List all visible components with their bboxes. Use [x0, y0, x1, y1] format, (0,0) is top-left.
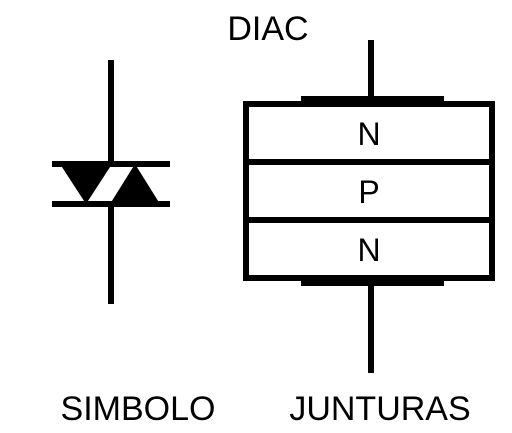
layer-top-label: N [357, 116, 380, 152]
layer-bottom-label: N [357, 232, 380, 268]
junction-structure: N P N [243, 40, 495, 373]
diac-symbol [52, 60, 170, 304]
symbol-right-triangle [110, 164, 160, 204]
symbol-left-triangle [60, 164, 112, 204]
symbol-caption: SIMBOLO [61, 390, 216, 428]
diagram-title: DIAC [227, 10, 308, 48]
junction-caption: JUNTURAS [289, 390, 470, 428]
structure-bottom-contact [301, 276, 444, 286]
layer-middle-label: P [358, 174, 379, 210]
